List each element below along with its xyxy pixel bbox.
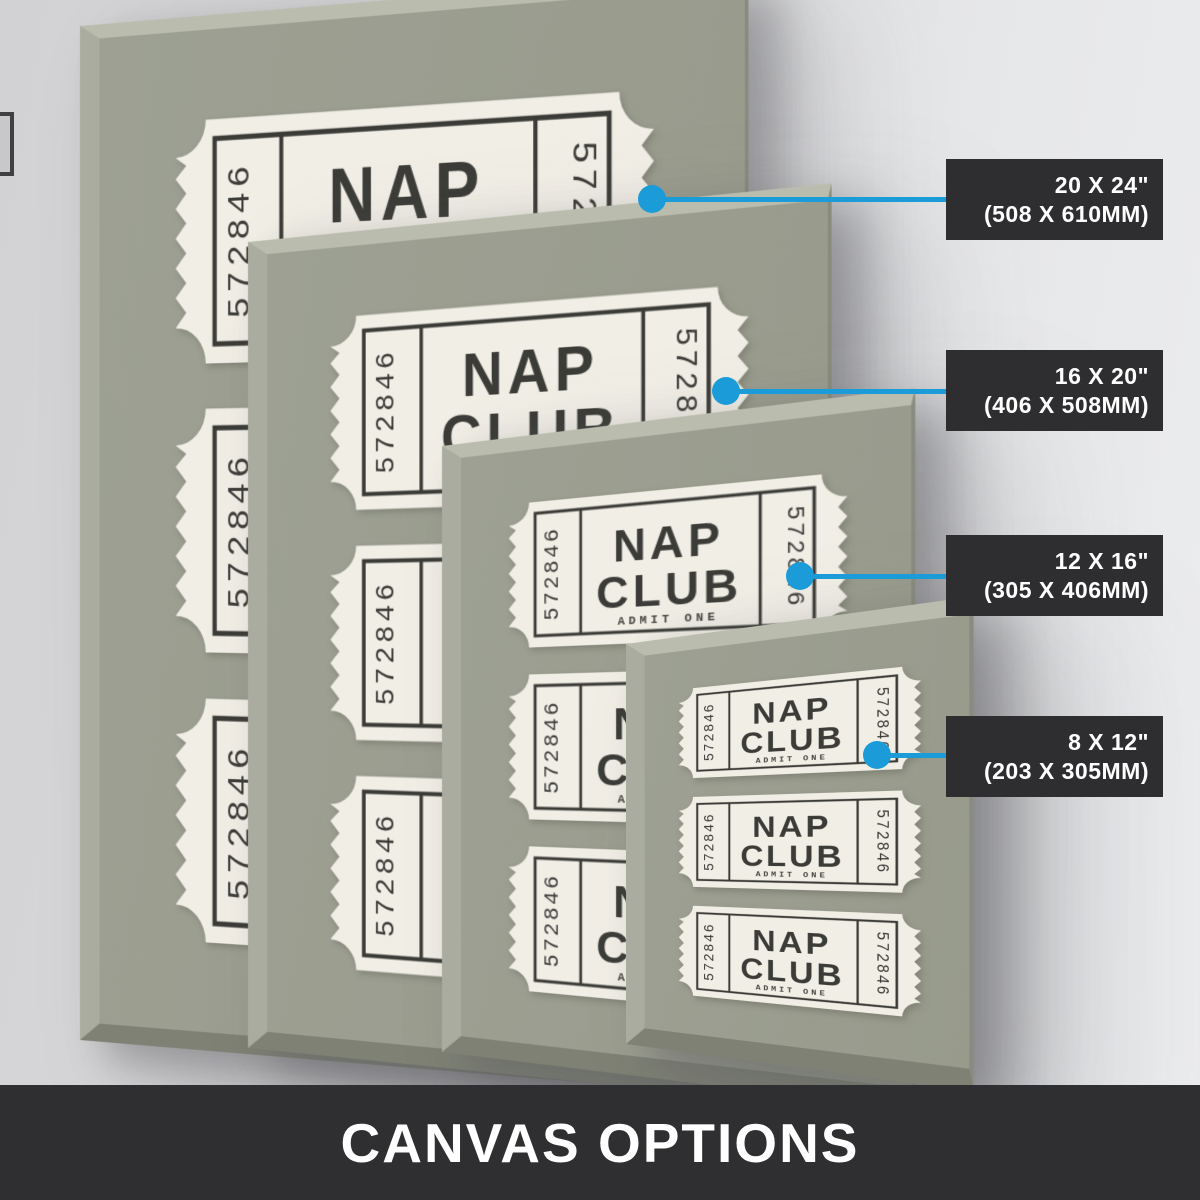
footer-title: CANVAS OPTIONS [340,1111,860,1174]
size-label-20x24: 20 X 24" (508 X 610MM) [946,159,1163,240]
callout-line-16x20 [726,389,946,394]
size-inches: 16 X 20" [1054,362,1149,389]
size-label-8x12: 8 X 12" (203 X 305MM) [946,716,1163,797]
callout-line-8x12 [877,753,946,758]
callout-line-12x16 [800,574,946,579]
ticket-graphic [677,663,923,780]
ticket-graphic [677,904,923,1020]
canvas-8x12 [626,596,974,1092]
size-mm: (305 X 406MM) [983,576,1149,603]
partial-frame-edge [0,112,14,176]
callout-dot-12x16 [786,562,814,590]
callout-line-20x24 [652,197,946,202]
footer-bar: CANVAS OPTIONS [0,1085,1200,1200]
size-inches: 8 X 12" [1068,728,1149,755]
size-mm: (203 X 305MM) [983,757,1149,784]
size-label-16x20: 16 X 20" (406 X 508MM) [946,350,1163,431]
size-label-12x16: 12 X 16" (305 X 406MM) [946,535,1163,616]
ticket-graphic [677,788,923,895]
callout-dot-16x20 [712,377,740,405]
callout-dot-20x24 [638,185,666,213]
size-mm: (406 X 508MM) [983,391,1149,418]
size-inches: 12 X 16" [1054,547,1149,574]
size-mm: (508 X 610MM) [983,200,1149,227]
callout-dot-8x12 [863,741,891,769]
size-inches: 20 X 24" [1054,171,1149,198]
